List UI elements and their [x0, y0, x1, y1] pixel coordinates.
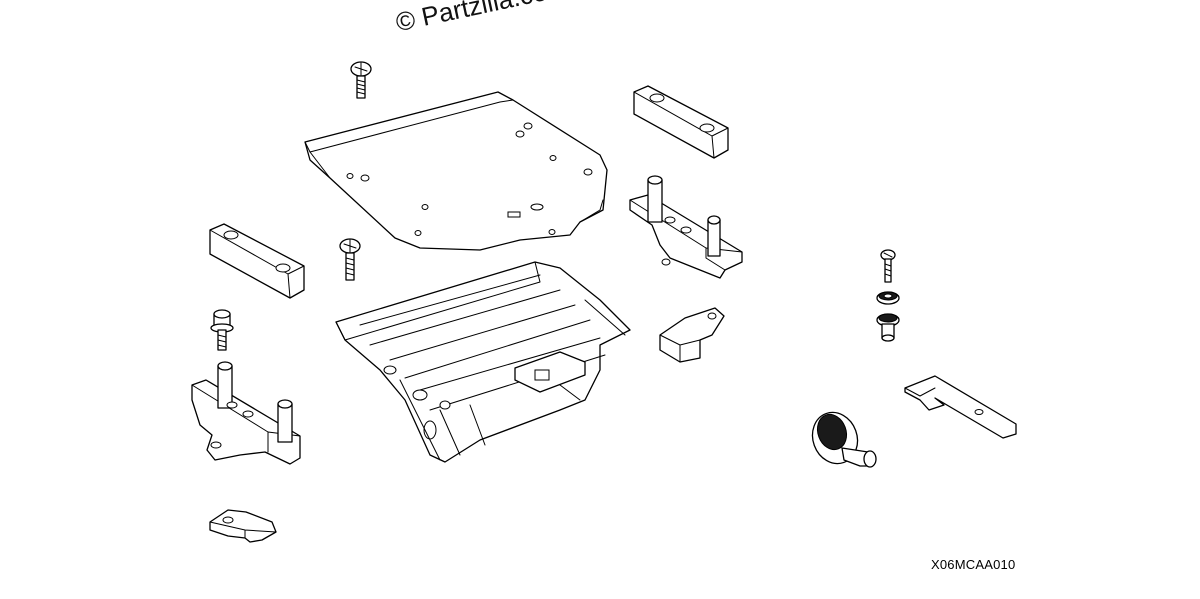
cover-plate[interactable]: [304, 91, 608, 251]
rubber-grommet[interactable]: [805, 406, 877, 470]
right-clip-bracket[interactable]: [659, 307, 725, 363]
main-mechanism-assembly[interactable]: [335, 261, 631, 463]
small-screw[interactable]: [880, 249, 896, 283]
flat-plate[interactable]: [904, 375, 1017, 439]
left-flange-bolt[interactable]: [210, 309, 234, 351]
left-lower-bracket[interactable]: [191, 361, 301, 465]
middle-screw[interactable]: [339, 238, 361, 281]
lower-left-clip[interactable]: [209, 509, 277, 543]
diagram-code: X06MCAA010: [931, 557, 1016, 572]
right-bracket[interactable]: [629, 175, 743, 279]
top-screw[interactable]: [350, 61, 372, 99]
washer[interactable]: [876, 291, 900, 305]
left-rubber-pad[interactable]: [209, 223, 305, 299]
upper-right-rubber-pad[interactable]: [633, 85, 729, 159]
collar-nut[interactable]: [876, 313, 900, 342]
